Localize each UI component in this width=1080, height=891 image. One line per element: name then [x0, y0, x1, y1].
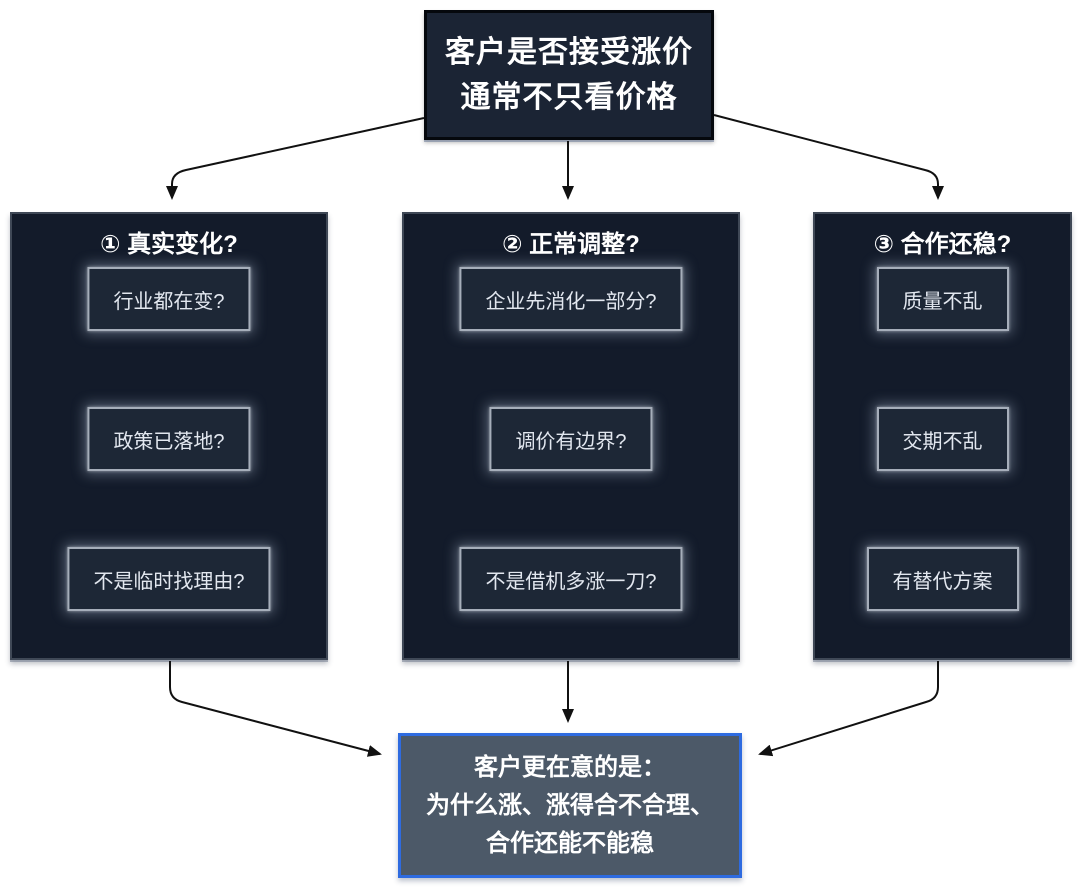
question-box: 不是借机多涨一刀? — [459, 547, 683, 611]
panel-real-change: ① 真实变化? 行业都在变? 政策已落地? 不是临时找理由? — [10, 212, 328, 660]
arrow-top-to-panel-3 — [713, 114, 944, 200]
question-box: 行业都在变? — [87, 267, 251, 331]
question-box: 调价有边界? — [489, 407, 653, 471]
decision-title-line-2: 通常不只看价格 — [460, 81, 678, 114]
conclusion-line-3: 合作还能不能稳 — [486, 829, 654, 857]
question-box: 交期不乱 — [876, 407, 1009, 471]
conclusion-line-2: 为什么涨、涨得合不合理、 — [426, 791, 714, 819]
panel-cooperation-stable-header: ③ 合作还稳? — [873, 231, 1012, 258]
decision-node: 客户是否接受涨价 通常不只看价格 — [424, 10, 714, 140]
conclusion-line-1: 客户更在意的是： — [474, 753, 666, 781]
question-box: 政策已落地? — [87, 407, 251, 471]
decision-title-line-1: 客户是否接受涨价 — [445, 36, 693, 69]
panel-real-change-header: ① 真实变化? — [100, 231, 238, 258]
arrow-panel-1-to-conclusion — [169, 661, 382, 757]
conclusion-node: 客户更在意的是： 为什么涨、涨得合不合理、 合作还能不能稳 — [398, 733, 742, 878]
question-box: 有替代方案 — [866, 547, 1019, 611]
panel-normal-adjustment: ② 正常调整? 企业先消化一部分? 调价有边界? 不是借机多涨一刀? — [402, 212, 740, 660]
arrow-top-to-panel-1 — [166, 117, 425, 200]
question-box: 企业先消化一部分? — [459, 267, 683, 331]
panel-normal-adjustment-header: ② 正常调整? — [502, 231, 640, 258]
panel-cooperation-stable: ③ 合作还稳? 质量不乱 交期不乱 有替代方案 — [813, 212, 1072, 660]
question-box: 不是临时找理由? — [67, 547, 271, 611]
question-box: 质量不乱 — [876, 267, 1009, 331]
arrow-panel-3-to-conclusion — [758, 661, 939, 757]
